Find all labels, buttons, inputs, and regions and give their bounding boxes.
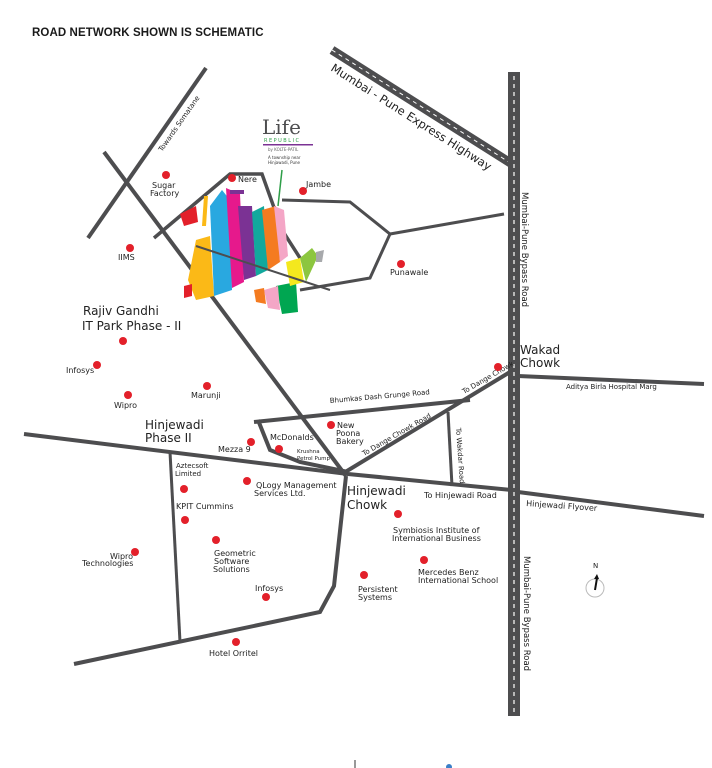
svg-text:A township near: A township near — [268, 155, 301, 160]
svg-text:by KOLTE-PATIL: by KOLTE-PATIL — [268, 147, 299, 152]
wakad-chowk-label: Wakad — [520, 343, 560, 357]
svg-text:Nere: Nere — [238, 175, 257, 184]
hinjewadi-road-label: To Hinjewadi Road — [423, 491, 497, 500]
place-marunji[interactable]: Marunji — [191, 382, 221, 400]
bhumkar-road-label: Bhumkas Dash Grunge Road — [329, 388, 430, 405]
place-mcdonalds[interactable]: McDonalds — [270, 433, 314, 453]
svg-text:Mezza 9: Mezza 9 — [218, 445, 251, 454]
svg-text:Phase II: Phase II — [145, 431, 192, 445]
svg-text:Technologies: Technologies — [81, 559, 133, 568]
svg-text:KPIT Cummins: KPIT Cummins — [176, 502, 234, 511]
svg-text:Limited: Limited — [175, 470, 201, 478]
svg-text:International School: International School — [418, 576, 498, 585]
svg-text:Infosys: Infosys — [255, 584, 283, 593]
svg-text:Systems: Systems — [358, 593, 392, 602]
place-nere[interactable]: Nere — [228, 174, 257, 184]
hinjewadi-phase2-label: Hinjewadi — [145, 418, 204, 432]
place-mezza9[interactable]: Mezza 9 — [218, 438, 255, 454]
svg-text:Sugar: Sugar — [152, 181, 176, 190]
place-wipro[interactable]: Wipro — [114, 391, 137, 410]
expressway-road — [329, 46, 515, 168]
svg-text:Symbiosis Institute of: Symbiosis Institute of — [393, 526, 480, 535]
svg-text:Wipro: Wipro — [110, 552, 133, 561]
svg-text:International Business: International Business — [392, 534, 481, 543]
svg-text:Persistent: Persistent — [358, 585, 398, 594]
svg-text:Geometric: Geometric — [214, 549, 256, 558]
aditya-birla-label: Aditya Birla Hospital Marg — [566, 383, 657, 391]
svg-text:Krushna: Krushna — [297, 449, 320, 455]
svg-text:Petrol Pump: Petrol Pump — [297, 456, 331, 462]
expressway-label: Mumbai - Pune Express Highway — [328, 61, 494, 174]
svg-text:IIMS: IIMS — [118, 253, 135, 262]
svg-text:Bakery: Bakery — [336, 437, 364, 446]
svg-text:McDonalds: McDonalds — [270, 433, 314, 442]
place-dange-pin — [494, 363, 502, 371]
svg-text:QLogy Management: QLogy Management — [256, 481, 337, 490]
svg-text:IT Park Phase - II: IT Park Phase - II — [82, 319, 181, 333]
svg-text:Jambe: Jambe — [305, 180, 331, 189]
svg-text:REPUBLIC: REPUBLIC — [264, 138, 301, 144]
svg-text:Hinjawadi, Pune: Hinjawadi, Pune — [268, 160, 301, 165]
life-republic-township — [180, 188, 331, 314]
svg-text:Factory: Factory — [150, 189, 179, 198]
svg-text:Software: Software — [214, 557, 249, 566]
svg-text:Marunji: Marunji — [191, 391, 221, 400]
svg-text:Solutions: Solutions — [213, 565, 250, 574]
bypass-label-bottom: Mumbai-Pune Bypass Road — [521, 556, 531, 671]
svg-text:Chowk: Chowk — [347, 498, 387, 512]
wakdar-road-label: To Wakdar Road — [454, 427, 466, 484]
bottom-logo-fragment-icon — [446, 764, 452, 768]
svg-text:N: N — [593, 562, 598, 570]
svg-text:Aztecsoft: Aztecsoft — [176, 462, 209, 470]
compass-north-icon: N — [585, 562, 605, 598]
svg-text:Chowk: Chowk — [520, 356, 560, 370]
place-infosys-rgitp[interactable]: Infosys — [66, 361, 101, 375]
life-republic-logo: Life REPUBLIC by KOLTE-PATIL A township … — [262, 115, 313, 165]
place-hotel-orritel[interactable]: Hotel Orritel — [209, 638, 258, 658]
dange-chowk-road-label: To Dange Chowk Road — [360, 412, 432, 458]
place-iims[interactable]: IIMS — [118, 244, 135, 262]
township-pointer — [277, 169, 283, 207]
svg-text:Services Ltd.: Services Ltd. — [254, 489, 306, 498]
svg-text:Infosys: Infosys — [66, 366, 94, 375]
local-roads — [23, 66, 705, 666]
place-kpit[interactable]: KPIT Cummins — [176, 502, 234, 524]
svg-text:Mercedes Benz: Mercedes Benz — [418, 568, 479, 577]
svg-text:Hotel Orritel: Hotel Orritel — [209, 649, 258, 658]
place-punawale[interactable]: Punawale — [390, 260, 428, 277]
rgitp-label: Rajiv Gandhi — [83, 304, 159, 318]
svg-text:Life: Life — [262, 115, 301, 139]
dange-chowk-label: To Dange Chowk — [460, 359, 516, 396]
schematic-notice: ROAD NETWORK SHOWN IS SCHEMATIC — [32, 27, 264, 39]
place-infosys-phase2[interactable]: Infosys — [255, 584, 283, 601]
place-rgitp-pin — [119, 337, 127, 345]
svg-text:New: New — [337, 421, 355, 430]
bypass-label-top: Mumbai-Pune Bypass Road — [519, 192, 529, 307]
svg-text:Poona: Poona — [336, 429, 360, 438]
place-jambe[interactable]: Jambe — [299, 180, 331, 195]
svg-text:Punawale: Punawale — [390, 268, 428, 277]
hinjewadi-chowk-label: Hinjewadi — [347, 484, 406, 498]
svg-text:Wipro: Wipro — [114, 401, 137, 410]
